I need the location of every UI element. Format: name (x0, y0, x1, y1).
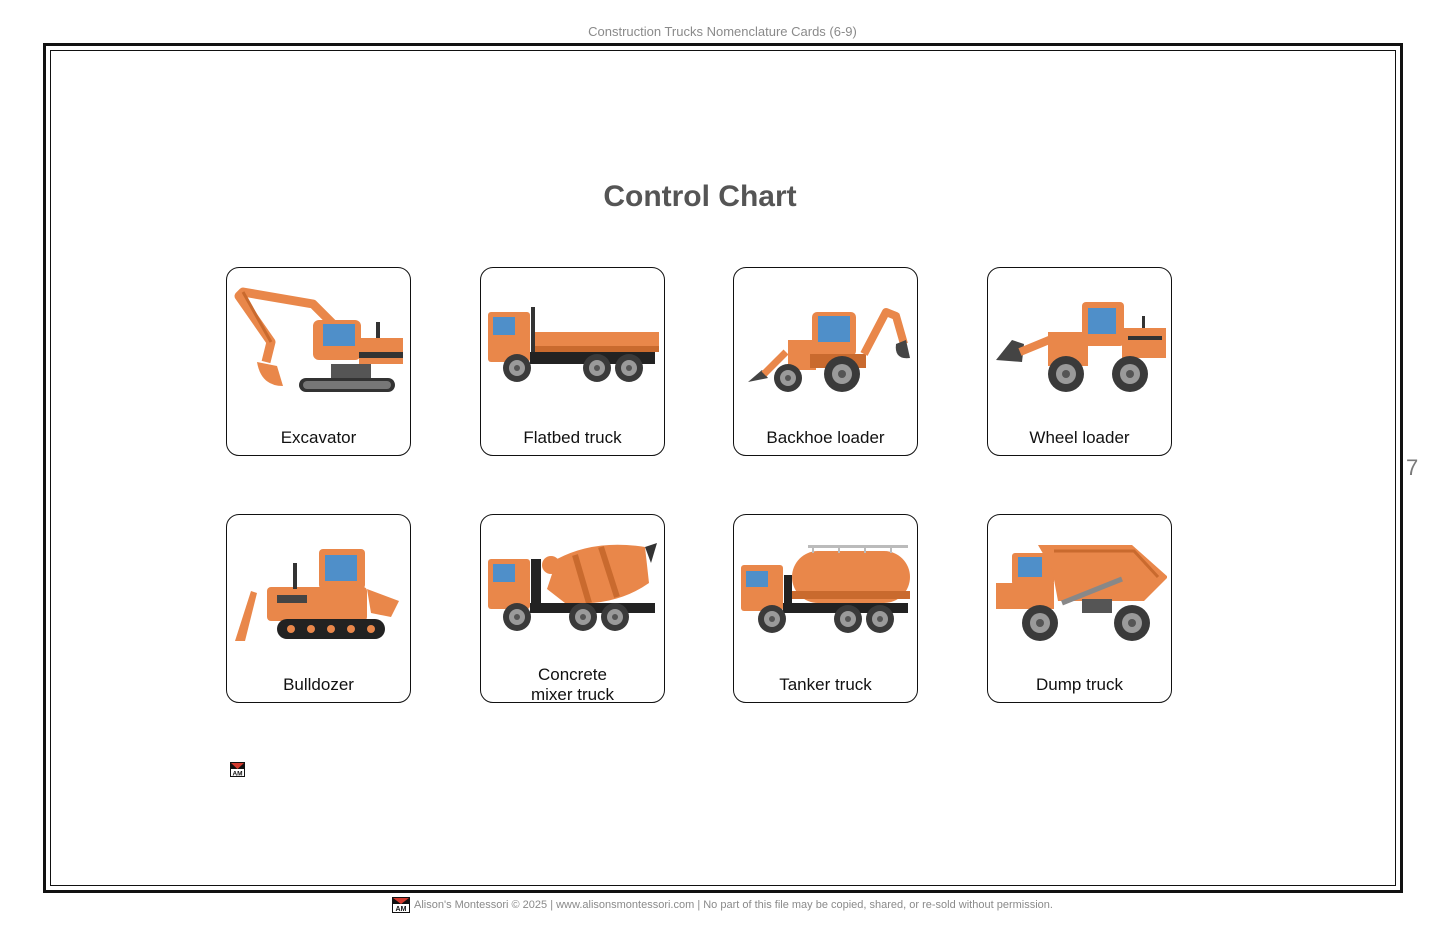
document-header-title: Construction Trucks Nomenclature Cards (… (588, 24, 857, 39)
card-label: Backhoe loader (766, 428, 885, 447)
card-label: Flatbed truck (523, 428, 622, 447)
control-chart-title: Control Chart (603, 180, 797, 213)
card-concrete-mixer-truck: Concrete mixer truck (480, 514, 665, 704)
card-label: Excavator (280, 428, 357, 447)
page-border (43, 43, 1403, 893)
logo-initials: AM (232, 770, 242, 777)
flatbed-truck-icon (488, 307, 659, 382)
footer-copyright: Alison's Montessori © 2025 | www.alisons… (414, 899, 1053, 911)
tanker-truck-icon (741, 545, 910, 633)
card-label: Wheel loader (1029, 428, 1130, 447)
card-label: Tanker truck (779, 675, 872, 694)
card-label: Concrete mixer truck (530, 665, 615, 704)
card-flatbed-truck: Flatbed truck (480, 267, 665, 456)
bulldozer-icon (235, 549, 399, 641)
footer: AM Alison's Montessori © 2025 | www.alis… (0, 897, 1445, 913)
page-border-inner (50, 50, 1396, 886)
card-bulldozer: Bulldozer (226, 514, 411, 703)
alisons-montessori-logo-icon: AM (230, 762, 245, 777)
card-label: Bulldozer (283, 675, 354, 694)
card-excavator: Excavator (226, 267, 411, 456)
dump-truck-icon (996, 545, 1167, 641)
excavator-icon (234, 287, 403, 392)
concrete-mixer-truck-icon (488, 543, 657, 631)
logo-initials: AM (396, 906, 407, 913)
card-label: Dump truck (1036, 675, 1123, 694)
card-dump-truck: Dump truck (987, 514, 1172, 703)
wheel-loader-icon (996, 302, 1166, 392)
backhoe-loader-icon (748, 308, 910, 392)
card-wheel-loader: Wheel loader (987, 267, 1172, 456)
card-tanker-truck: Tanker truck (733, 514, 918, 703)
card-backhoe-loader: Backhoe loader (733, 267, 918, 456)
alisons-montessori-footer-logo-icon: AM (392, 897, 411, 913)
page-number: 7 (1406, 455, 1419, 480)
